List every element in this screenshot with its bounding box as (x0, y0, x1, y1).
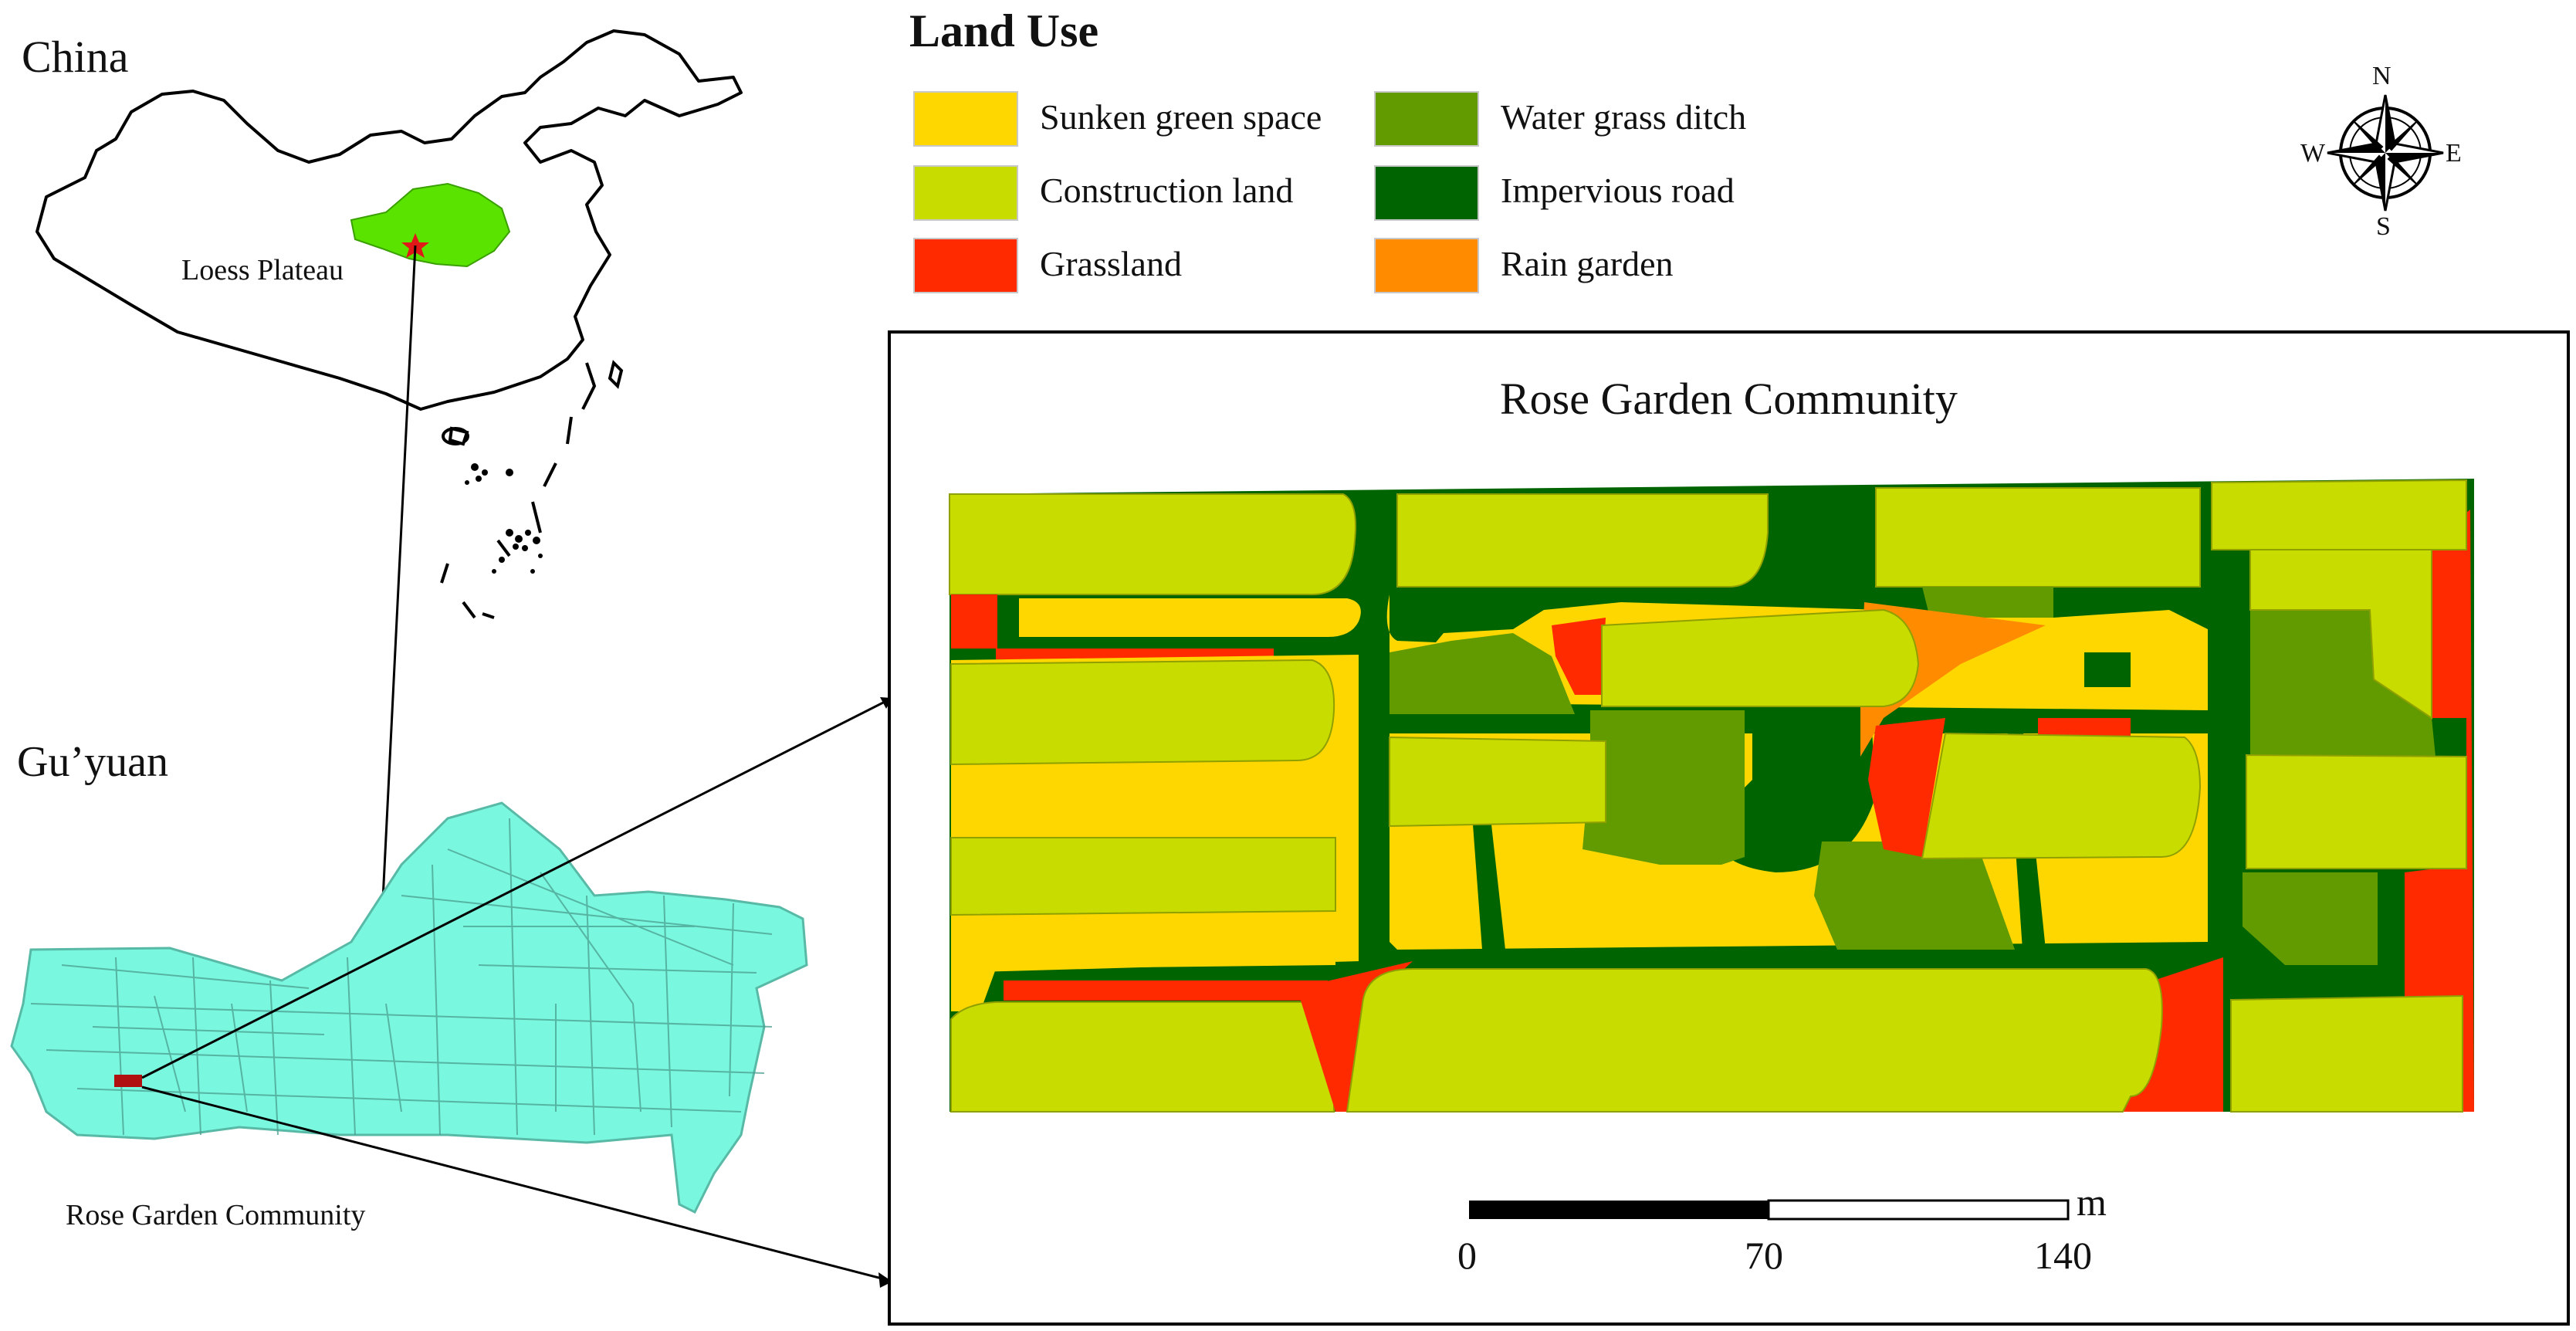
grassland-west-1 (951, 594, 997, 649)
scale-bar (1469, 1199, 2070, 1221)
sunken-green-west-strip (1019, 598, 1361, 637)
legend-label-grassland: Grassland (1040, 244, 1182, 283)
rose-garden-land-use-map (949, 479, 2474, 1113)
construction-block-se (2230, 994, 2463, 1113)
loess-plateau-label: Loess Plateau (181, 254, 344, 286)
grassland-central-2 (1868, 718, 1945, 857)
water-grass-ditch-east-2 (2243, 872, 2378, 965)
construction-block-e1 (2246, 754, 2467, 869)
grassland-west-row-top (996, 649, 1274, 659)
legend-swatch-impervious-road (1374, 165, 1479, 221)
city-road-network (30, 818, 773, 1136)
water-grass-ditch-1 (1390, 633, 1575, 714)
water-grass-ditch-east-1 (2250, 610, 2436, 757)
grassland-central-1 (1552, 618, 1606, 695)
compass-rose-icon (2327, 94, 2444, 212)
china-inset-title: China (22, 32, 129, 82)
legend-swatch-construction-land (913, 165, 1018, 221)
construction-block-c3 (1921, 732, 2202, 860)
connector-arrowhead-bottom (878, 1272, 892, 1288)
legend-title: Land Use (909, 5, 1099, 56)
legend-label-impervious-road: Impervious road (1501, 171, 1735, 210)
construction-block-n2 (1875, 487, 2201, 588)
compass-north-label: N (2372, 62, 2392, 90)
hainan-island (448, 426, 469, 446)
roundabout-plaza (1713, 664, 1876, 872)
rose-garden-site-marker (114, 1075, 142, 1087)
water-grass-ditch-4 (1922, 587, 2053, 618)
construction-block-w2 (950, 837, 1336, 916)
scale-bar-segment-white (1767, 1199, 2070, 1221)
guyuan-inset-title: Gu’yuan (17, 738, 168, 786)
construction-block-s-wide (1346, 968, 2163, 1113)
china-outline-map (36, 29, 743, 619)
scale-bar-segment-black (1469, 1201, 1769, 1219)
legend-swatch-grassland (913, 238, 1018, 293)
detail-map-title: Rose Garden Community (1500, 374, 1958, 424)
connector-line-top (141, 699, 889, 1079)
scale-bar-unit: m (2077, 1180, 2107, 1224)
grassland-south-1 (1297, 961, 1413, 1112)
connector-line-bottom (141, 1085, 889, 1282)
legend-swatch-water-grass-ditch (1374, 91, 1479, 147)
small-plaza (2084, 652, 2131, 687)
construction-block-w1 (950, 659, 1335, 766)
south-china-sea-islands (440, 362, 597, 619)
grassland-west-row-bot (1004, 980, 1328, 1001)
compass-south-label: S (2376, 212, 2391, 241)
water-grass-ditch-3 (1814, 842, 2015, 950)
scale-bar-tick-0: 0 (1457, 1234, 1477, 1277)
construction-block-sw (950, 1001, 1335, 1113)
guyuan-city-map (10, 801, 808, 1214)
construction-block-nw (949, 493, 1356, 595)
legend-swatch-sunken-green-space (913, 91, 1018, 147)
legend-label-water-grass-ditch: Water grass ditch (1501, 97, 1747, 137)
compass-west-label: W (2300, 139, 2326, 168)
compass-east-label: E (2446, 139, 2462, 168)
construction-block-c2 (1389, 736, 1606, 828)
legend-label-rain-garden: Rain garden (1501, 244, 1674, 283)
sunken-green-west-bottom (951, 915, 1335, 1011)
scale-bar-tick-70: 70 (1745, 1234, 1783, 1277)
legend-label-sunken-green-space: Sunken green space (1040, 97, 1322, 137)
loess-plateau-region (350, 182, 511, 268)
construction-block-e-tall (2249, 549, 2432, 720)
island-dots (465, 463, 543, 574)
locator-arrow-china (381, 245, 417, 916)
construction-block-n1 (1396, 493, 1769, 588)
taiwan-island (608, 360, 624, 389)
construction-block-ne (2211, 479, 2467, 550)
scale-bar-tick-140: 140 (2034, 1234, 2092, 1277)
legend-label-construction-land: Construction land (1040, 171, 1294, 210)
construction-block-c1 (1601, 608, 1920, 707)
grassland-east-strip (2389, 510, 2474, 1112)
legend-swatch-rain-garden (1374, 238, 1479, 293)
water-grass-ditch-2 (1582, 710, 1745, 865)
rose-garden-site-label: Rose Garden Community (66, 1199, 366, 1231)
